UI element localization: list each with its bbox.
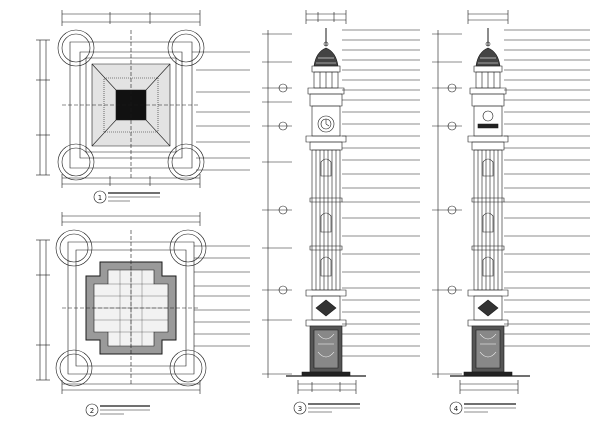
plan-view-1 (36, 10, 250, 203)
view-number-4: 4 (454, 405, 459, 413)
view-number-2: 2 (90, 407, 94, 415)
view-number-3: 3 (298, 405, 302, 413)
view-number-1: 1 (98, 194, 102, 202)
elevation-view-3 (262, 10, 420, 414)
elevation-view-4 (432, 10, 590, 414)
plan-view-2 (36, 212, 250, 416)
